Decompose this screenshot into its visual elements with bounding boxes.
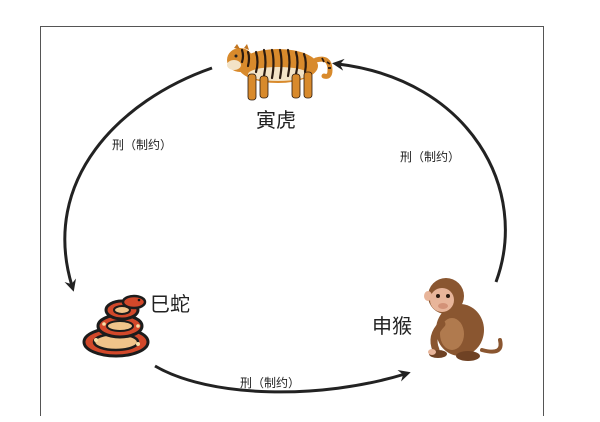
node-label-tiger: 寅虎 xyxy=(256,108,296,132)
arrow-monkey-to-tiger xyxy=(332,58,507,283)
edge-label-tiger-snake: 刑（制约） xyxy=(112,138,173,152)
node-label-monkey: 申猴 xyxy=(372,314,412,338)
monkey-icon xyxy=(424,278,503,361)
arrow-snake-to-monkey xyxy=(154,364,411,394)
arrow-tiger-to-snake xyxy=(63,66,213,292)
tiger-icon xyxy=(227,44,333,101)
snake-icon xyxy=(82,294,150,358)
edge-label-monkey-tiger: 刑（制约） xyxy=(400,150,461,164)
node-label-snake: 巳蛇 xyxy=(150,292,190,316)
diagram-frame xyxy=(40,26,544,416)
edge-label-snake-monkey: 刑（制约） xyxy=(240,376,301,390)
